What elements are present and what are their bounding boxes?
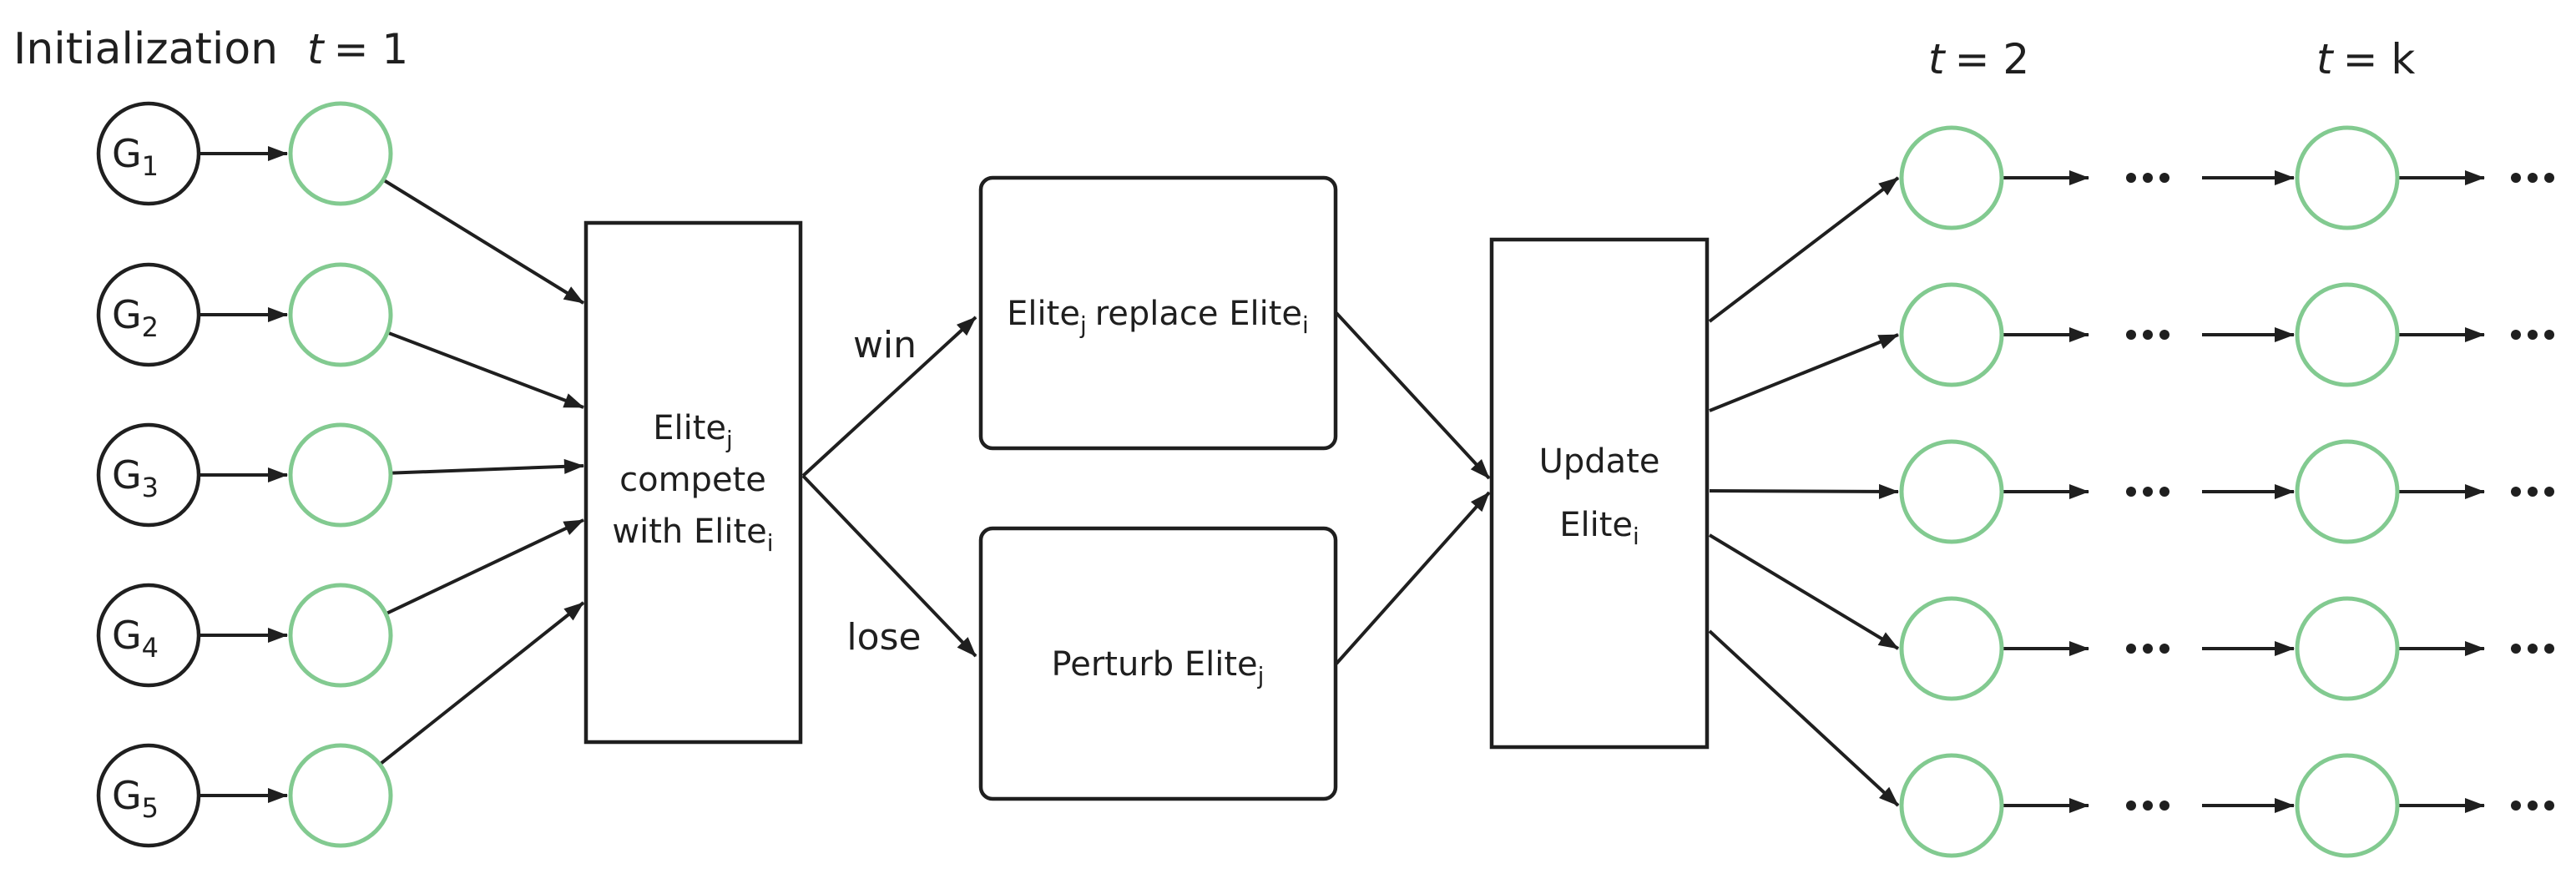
update-box-rect xyxy=(1489,237,1710,750)
time-step-1-label: t= 1 xyxy=(307,25,408,73)
ellipsis-dots xyxy=(2511,173,2521,183)
ellipsis-dots xyxy=(2143,644,2153,654)
time-step-2-label: t= 2 xyxy=(1928,35,2029,83)
ellipsis-dots xyxy=(2159,644,2169,654)
population-tk-layer xyxy=(2295,125,2400,858)
ellipsis-dots xyxy=(2528,487,2538,497)
population-node-tk-r1 xyxy=(2295,125,2400,230)
ellipsis-dots xyxy=(2126,644,2136,654)
lose-edge-label: lose xyxy=(846,616,921,659)
compete-box: Elitej compete with Elitei xyxy=(583,220,803,745)
ellipsis-dots xyxy=(2143,801,2153,811)
population-node-t2-r2 xyxy=(1899,282,2004,387)
genome-node-g2 xyxy=(96,262,201,367)
edges-layer xyxy=(149,146,2554,813)
chain-row-1 xyxy=(1952,170,2554,185)
population-node-t2-r5 xyxy=(1899,753,2004,858)
chain-row-3 xyxy=(1952,484,2554,499)
genome-node-g5 xyxy=(96,743,201,848)
arrow-perturb-to-update xyxy=(1335,491,1491,665)
genome-node-g3-label: G3 xyxy=(112,452,159,503)
ellipsis-dots xyxy=(2143,487,2153,497)
arrow-update-to-t2-r1 xyxy=(1708,176,1900,323)
population-t1-layer xyxy=(288,101,393,848)
perturb-box-label: Perturb Elitej xyxy=(1052,645,1265,689)
ellipsis-dots xyxy=(2544,487,2554,497)
ellipsis-dots xyxy=(2511,801,2521,811)
perturb-box-rect xyxy=(978,526,1338,801)
ellipsis-dots xyxy=(2544,330,2554,340)
update-box: Update Elitei xyxy=(1489,237,1710,750)
genome-node-g1-label: G1 xyxy=(112,131,159,182)
ellipsis-dots xyxy=(2143,330,2153,340)
ellipsis-dots xyxy=(2126,330,2136,340)
update-box-label-line2: Elitei xyxy=(1559,506,1639,550)
genome-node-g2-label: G2 xyxy=(112,292,159,343)
population-node-t1-r1 xyxy=(288,101,393,206)
genome-node-g4 xyxy=(96,583,201,688)
compete-box-label-line1: Elitej xyxy=(653,409,733,453)
ellipsis-dots xyxy=(2511,487,2521,497)
population-node-tk-r2 xyxy=(2295,282,2400,387)
chain-row-2 xyxy=(1952,327,2554,342)
population-node-t1-r3 xyxy=(288,422,393,528)
compete-box-rect xyxy=(583,220,803,745)
chain-row-4 xyxy=(1952,641,2554,656)
population-node-t1-r2 xyxy=(288,262,393,367)
population-node-t2-r3 xyxy=(1899,439,2004,544)
ellipsis-dots xyxy=(2126,173,2136,183)
ellipsis-dots xyxy=(2159,330,2169,340)
ellipsis-dots xyxy=(2528,644,2538,654)
arrow-win-branch xyxy=(801,316,977,477)
perturb-box: Perturb Elitej xyxy=(978,526,1338,801)
population-node-t2-r4 xyxy=(1899,596,2004,701)
genome-nodes-layer: G1 G2 G3 G4 G5 xyxy=(96,101,201,848)
replace-box-rect xyxy=(978,175,1338,451)
compete-box-label-line3: with Elitei xyxy=(612,513,773,557)
ellipsis-dots xyxy=(2159,487,2169,497)
population-node-tk-r5 xyxy=(2295,753,2400,858)
arrow-update-to-t2-r5 xyxy=(1708,629,1900,807)
ellipsis-dots xyxy=(2544,173,2554,183)
ellipsis-dots xyxy=(2528,801,2538,811)
ellipsis-dots xyxy=(2126,487,2136,497)
arrow-replace-to-update xyxy=(1335,311,1491,480)
ellipsis-dots xyxy=(2159,173,2169,183)
time-step-k-label: t= k xyxy=(2316,35,2415,83)
arrow-update-to-t2-r4 xyxy=(1708,533,1900,650)
ellipsis-dots xyxy=(2544,644,2554,654)
population-node-t1-r5 xyxy=(288,743,393,848)
ellipsis-dots xyxy=(2511,330,2521,340)
update-box-label-line1: Update xyxy=(1539,442,1660,481)
ellipsis-dots xyxy=(2126,801,2136,811)
compete-box-label-line2: compete xyxy=(619,461,766,499)
arrow-update-to-t2-r3 xyxy=(1709,483,1899,499)
ellipsis-dots xyxy=(2528,173,2538,183)
chain-row-5 xyxy=(1952,798,2554,813)
genome-node-g5-label: G5 xyxy=(112,773,159,824)
population-node-tk-r3 xyxy=(2295,439,2400,544)
win-edge-label: win xyxy=(853,324,917,366)
genome-node-g3 xyxy=(96,422,201,528)
genome-node-g4-label: G4 xyxy=(112,613,159,664)
ellipsis-dots xyxy=(2528,330,2538,340)
genome-node-g1 xyxy=(96,101,201,206)
population-t2-layer xyxy=(1899,125,2004,858)
ellipsis-dots xyxy=(2511,644,2521,654)
population-node-t2-r1 xyxy=(1899,125,2004,230)
ellipsis-dots xyxy=(2544,801,2554,811)
arrow-update-to-t2-r2 xyxy=(1709,333,1899,412)
ellipsis-dots xyxy=(2143,173,2153,183)
ellipsis-dots xyxy=(2159,801,2169,811)
population-node-tk-r4 xyxy=(2295,596,2400,701)
arrow-lose-branch xyxy=(801,474,977,658)
population-node-t1-r4 xyxy=(288,583,393,688)
diagram-title: Initialization xyxy=(13,24,278,74)
